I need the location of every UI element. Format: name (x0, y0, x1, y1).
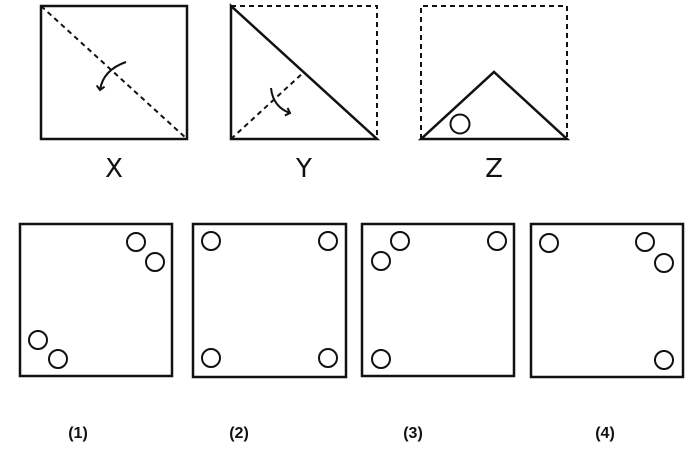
option-4-square (529, 222, 685, 379)
option-2-square (191, 222, 348, 379)
step-z-triangle (417, 70, 571, 141)
option-1-hole (28, 330, 48, 350)
option-1-label: (1) (68, 425, 88, 442)
step-y-fold-line (230, 71, 305, 140)
option-1[interactable]: (1) (18, 222, 174, 442)
option-3-label: (3) (403, 425, 423, 442)
step-z-outline-dashed (420, 5, 568, 139)
step-y-label: Y (295, 154, 312, 184)
step-y-folded-away-edge (231, 5, 378, 139)
option-2-hole (201, 348, 221, 368)
step-x: X (39, 4, 189, 184)
option-4-hole (539, 233, 559, 253)
option-1-hole (126, 232, 146, 252)
option-4-hole (654, 350, 674, 370)
step-y: Y (229, 3, 381, 184)
step-x-label: X (105, 154, 123, 184)
option-1-square (18, 222, 174, 378)
option-2[interactable]: (2) (191, 222, 348, 442)
option-4-hole (635, 232, 655, 252)
step-z: Z (417, 5, 571, 184)
option-3-hole (371, 349, 391, 369)
step-x-fold-arrow-icon (95, 61, 127, 92)
option-2-label: (2) (229, 425, 249, 442)
step-y-triangle (229, 3, 381, 141)
option-3-hole (390, 231, 410, 251)
step-x-square (39, 4, 189, 141)
step-z-label: Z (485, 154, 503, 184)
option-2-hole (201, 231, 221, 251)
option-3[interactable]: (3) (360, 222, 516, 442)
step-z-punched-hole (449, 113, 471, 135)
option-1-hole (48, 349, 68, 369)
option-1-hole (145, 252, 165, 272)
option-4-hole (654, 253, 674, 273)
step-x-fold-line (40, 5, 188, 140)
option-3-hole (371, 251, 391, 271)
option-3-square (360, 222, 516, 378)
option-3-hole (487, 231, 507, 251)
option-2-hole (318, 348, 338, 368)
step-y-fold-arrow-icon (270, 87, 292, 117)
option-4[interactable]: (4) (529, 222, 685, 442)
option-2-hole (318, 231, 338, 251)
option-4-label: (4) (595, 425, 615, 442)
